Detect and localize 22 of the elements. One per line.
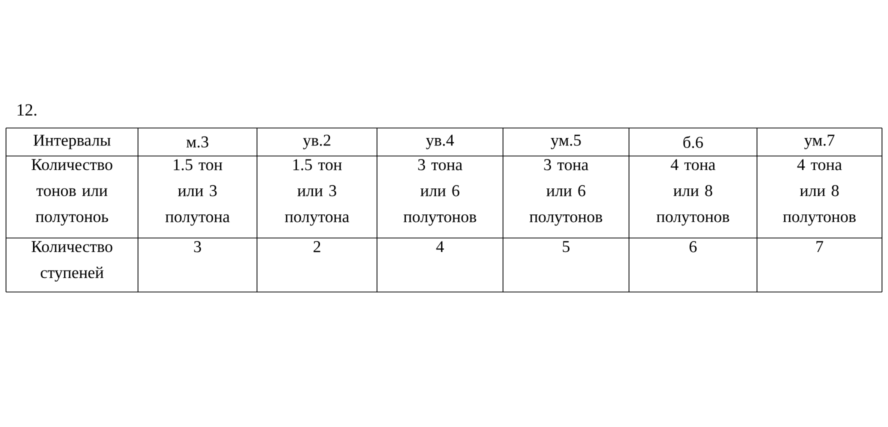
cell-text: 7 [816,241,824,252]
column-header: ув.4 [426,134,454,150]
cell-text: 1.5 тон или 3 полутона [284,159,350,226]
exercise-number: 12. [18,104,36,116]
row-header: Интервалы [34,134,111,150]
cell-text: 4 тона или 8 полутонов [783,159,856,226]
column-header: ум.7 [804,134,834,150]
cell-text: 4 [436,241,444,252]
cell-text: 5 [562,241,570,252]
cell-text: 1.5 тон или 3 полутона [165,159,230,226]
cell-text: 2 [314,241,320,252]
cell-text: 3 тона или 6 полутонов [530,159,602,226]
row-header: Количество ступеней [32,241,112,282]
cell-text: 4 тона или 8 полутонов [656,159,730,226]
column-header: б.6 [683,136,703,148]
cell-text: 3 [194,241,201,252]
column-header: м.3 [186,136,208,148]
cell-text: 6 [690,241,697,252]
row-header: Количество тонов или полутоноь [32,159,112,226]
column-header: ум.5 [550,134,581,150]
cell-text: 3 тона или 6 полутонов [404,159,476,226]
column-header: ув.2 [303,134,330,150]
